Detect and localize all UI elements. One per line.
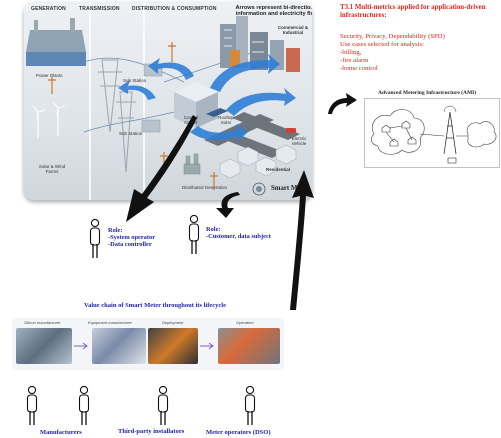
solar-wind-label: Solar & Wind Farms <box>38 164 66 174</box>
operator-role-line2: -Data controller <box>108 241 152 248</box>
stage-arrow-1 <box>74 342 88 350</box>
t31-title: T3.1 Multi-metrics applied for applicati… <box>340 4 486 19</box>
stage-silicon-label: Silicon manufacturer <box>24 320 61 325</box>
rooftop-solar-label: Rooftop Solar <box>218 115 234 125</box>
power-plant-icon <box>26 18 86 66</box>
solar-wind-farm-icon <box>32 101 66 138</box>
t31-spd: Security, Privacy, Dependability (SPD) <box>340 33 445 40</box>
value-chain-strip: Silicon manufacturer Equipment manufactu… <box>12 318 284 370</box>
customer-role-line1: -Customer, data subject <box>206 233 271 240</box>
operation-photo <box>218 328 280 364</box>
sub-station-label-top: Sub Station <box>123 78 147 83</box>
value-chain-title: Value chain of Smart Meter throughout it… <box>84 302 226 309</box>
operator-role-line1: -System operator <box>108 234 156 241</box>
operator-role-label: Role: <box>108 227 123 234</box>
installer-person-icon <box>157 385 169 425</box>
electric-vehicle-label: Electric Vehicle <box>291 136 307 146</box>
stage-equipment-label: Equipment manufacturer <box>88 320 132 325</box>
rooftop-solar-icon <box>206 108 228 117</box>
deployment-photo <box>148 328 198 364</box>
t31-use-cases: Use cases selected for analysis: <box>340 41 424 48</box>
curved-arrow-icon <box>328 93 357 114</box>
equipment-manufacturer-photo <box>92 328 146 364</box>
operators-label: Meter operators (DSO) <box>206 429 271 436</box>
distributed-generation-icon <box>183 153 201 175</box>
t31-case-fire: -fire alarm <box>340 57 369 64</box>
arrows-note: Arrows represent bi-directional informat… <box>235 5 313 18</box>
ami-title: Advanced Metering Infrastructure (AMI) <box>378 90 477 96</box>
generation-column-header: GENERATION <box>31 6 66 12</box>
distributed-generation-label: Distributed Generation <box>182 185 228 190</box>
control-center-icon <box>174 82 218 128</box>
stage-deployment-label: Deployment <box>162 320 184 325</box>
meter-lifecycle-arrow <box>290 170 314 310</box>
smart-meter-icon <box>252 182 266 196</box>
smart-grid-artwork <box>26 2 300 200</box>
manufacturer-person-icon-1 <box>26 385 38 425</box>
operator-link-arrow <box>126 115 197 222</box>
smart-meter-label: Smart Meter <box>271 185 309 192</box>
ami-tower-icon <box>443 105 457 155</box>
customer-curved-arrow <box>216 192 240 218</box>
stage-operation-label: Operation <box>236 320 254 325</box>
transmission-column-header: TRANSMISSION <box>79 6 120 12</box>
ami-network-diagram <box>364 98 500 168</box>
t31-case-home: -home control <box>340 65 378 72</box>
sub-station-label-bottom: Sub Station <box>119 131 143 136</box>
manufacturer-person-icon-2 <box>78 385 90 425</box>
power-plants-label: Power Plants <box>36 73 63 78</box>
customer-role-label: Role: <box>206 226 221 233</box>
bidirectional-flow-arrows <box>118 54 296 142</box>
commercial-buildings-icon <box>220 16 300 72</box>
electric-vehicle-icon <box>286 128 296 133</box>
silicon-manufacturer-photo <box>16 328 72 364</box>
residential-houses-icon <box>219 144 297 179</box>
installers-label: Third-party installators <box>118 428 185 435</box>
system-operator-person-icon <box>89 218 101 258</box>
commercial-label: Commercial & Industrial <box>277 25 309 35</box>
distribution-column-header: DISTRIBUTION & CONSUMPTION <box>132 6 217 12</box>
t31-case-billing: -billing, <box>340 49 362 56</box>
residential-label: Residential <box>266 167 291 172</box>
manufacturers-label: Manufacturers <box>40 429 82 436</box>
operator-person-icon <box>244 385 256 425</box>
stage-arrow-3 <box>200 342 214 350</box>
customer-person-icon <box>188 214 200 254</box>
